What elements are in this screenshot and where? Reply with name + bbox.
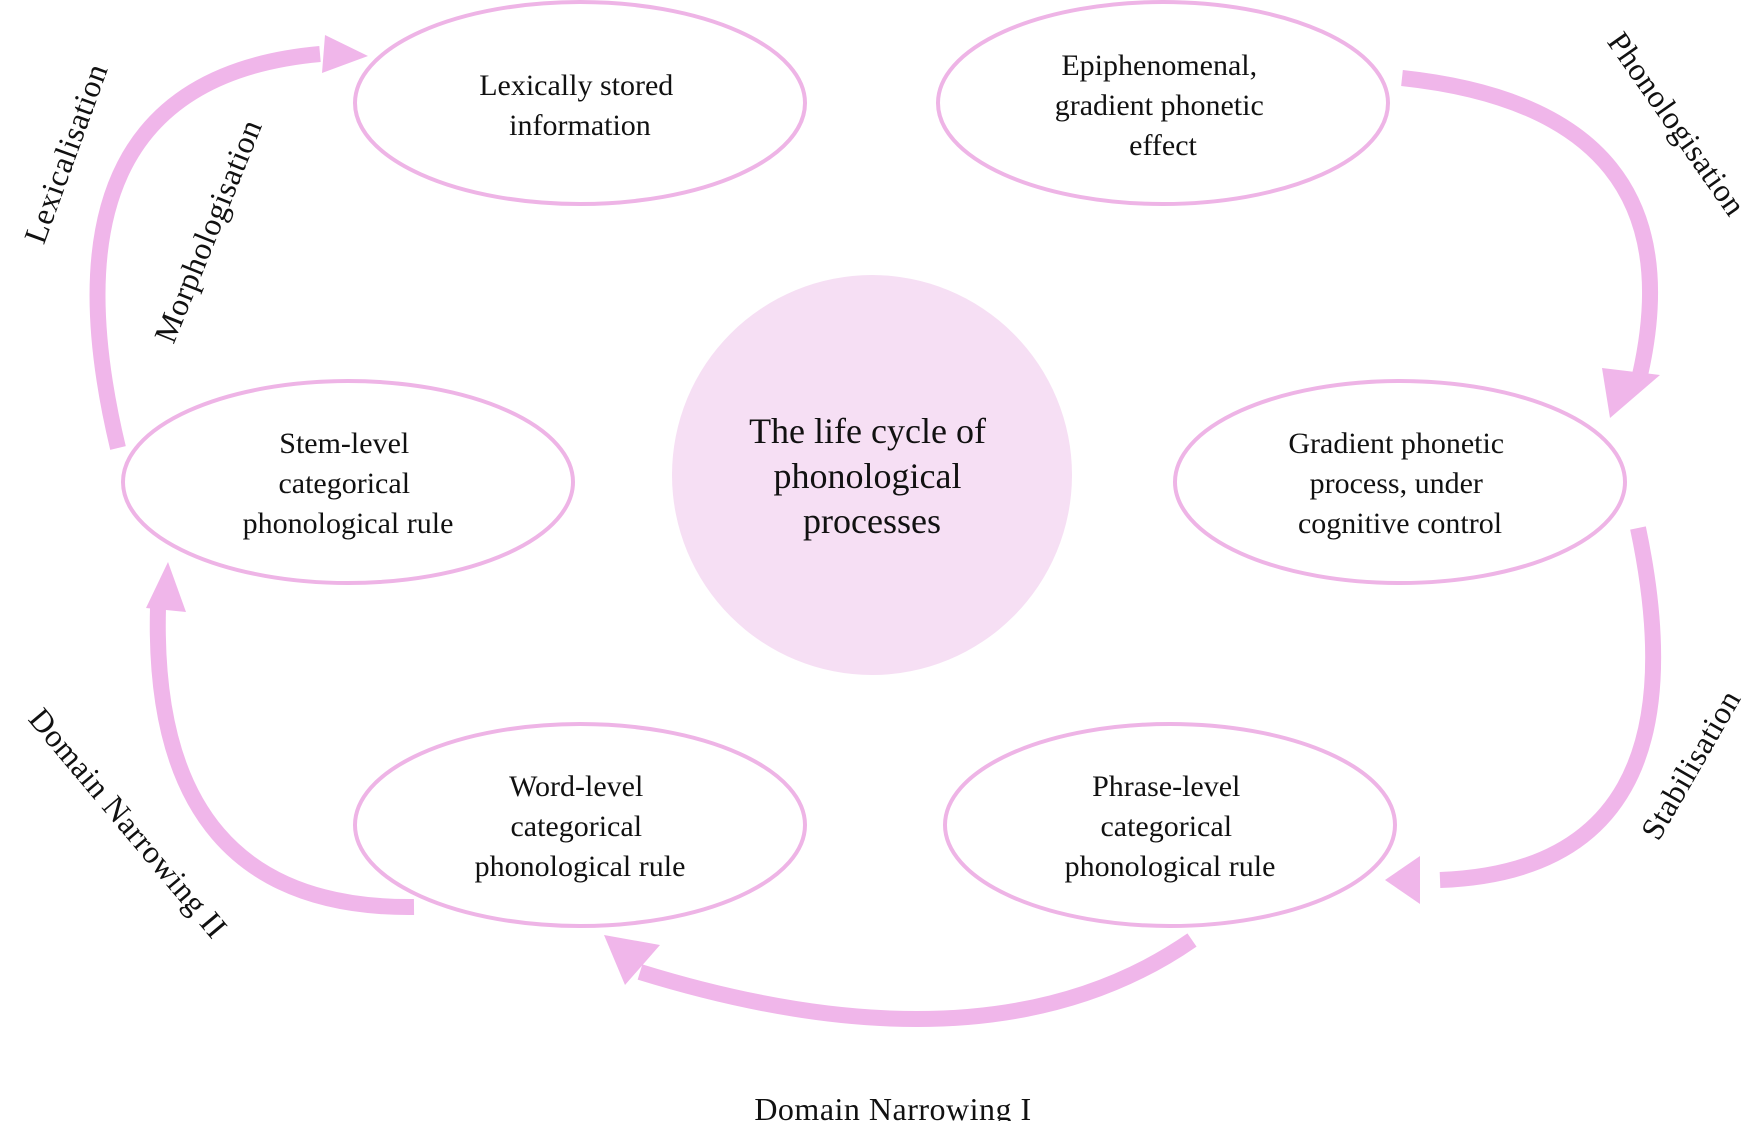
node-ellipse: [121, 379, 575, 585]
label-domain-narrowing-1: Domain Narrowing I: [754, 1091, 1031, 1121]
node-label: Stem-level categorical phonological rule: [243, 427, 454, 540]
center-circle: [672, 275, 1072, 675]
arrow-domain-narrowing-1: [604, 933, 1197, 1028]
node-ellipse: [1173, 379, 1627, 585]
node-ellipse: [353, 722, 807, 928]
node-label: Gradient phonetic process, under cogniti…: [1288, 427, 1511, 540]
node-lexically-stored-information: Lexically stored information: [353, 0, 807, 206]
node-ellipse: [353, 0, 807, 206]
center-title: The life cycle of phonological processes: [749, 411, 995, 541]
node-word-level-rule: Word-level categorical phonological rule: [353, 722, 807, 928]
node-label: Epiphenomenal, gradient phonetic effect: [1055, 49, 1272, 162]
arrow-lexicalisation: [89, 35, 368, 450]
node-gradient-phonetic-process: Gradient phonetic process, under cogniti…: [1173, 379, 1627, 585]
label-morphologisation: Morphologisation: [147, 114, 269, 348]
arrow-domain-narrowing-2: [146, 562, 415, 916]
node-stem-level-rule: Stem-level categorical phonological rule: [121, 379, 575, 585]
node-phrase-level-rule: Phrase-level categorical phonological ru…: [943, 722, 1397, 928]
node-ellipse: [936, 0, 1390, 206]
arrow-phonologisation: [1401, 70, 1660, 418]
node-label: Word-level categorical phonological rule: [475, 770, 686, 883]
arrow-stabilisation: [1385, 526, 1662, 904]
node-ellipse: [943, 722, 1397, 928]
node-label: Phrase-level categorical phonological ru…: [1065, 770, 1276, 883]
node-label: Lexically stored information: [479, 69, 681, 142]
node-epiphenomenal-effect: Epiphenomenal, gradient phonetic effect: [936, 0, 1390, 206]
